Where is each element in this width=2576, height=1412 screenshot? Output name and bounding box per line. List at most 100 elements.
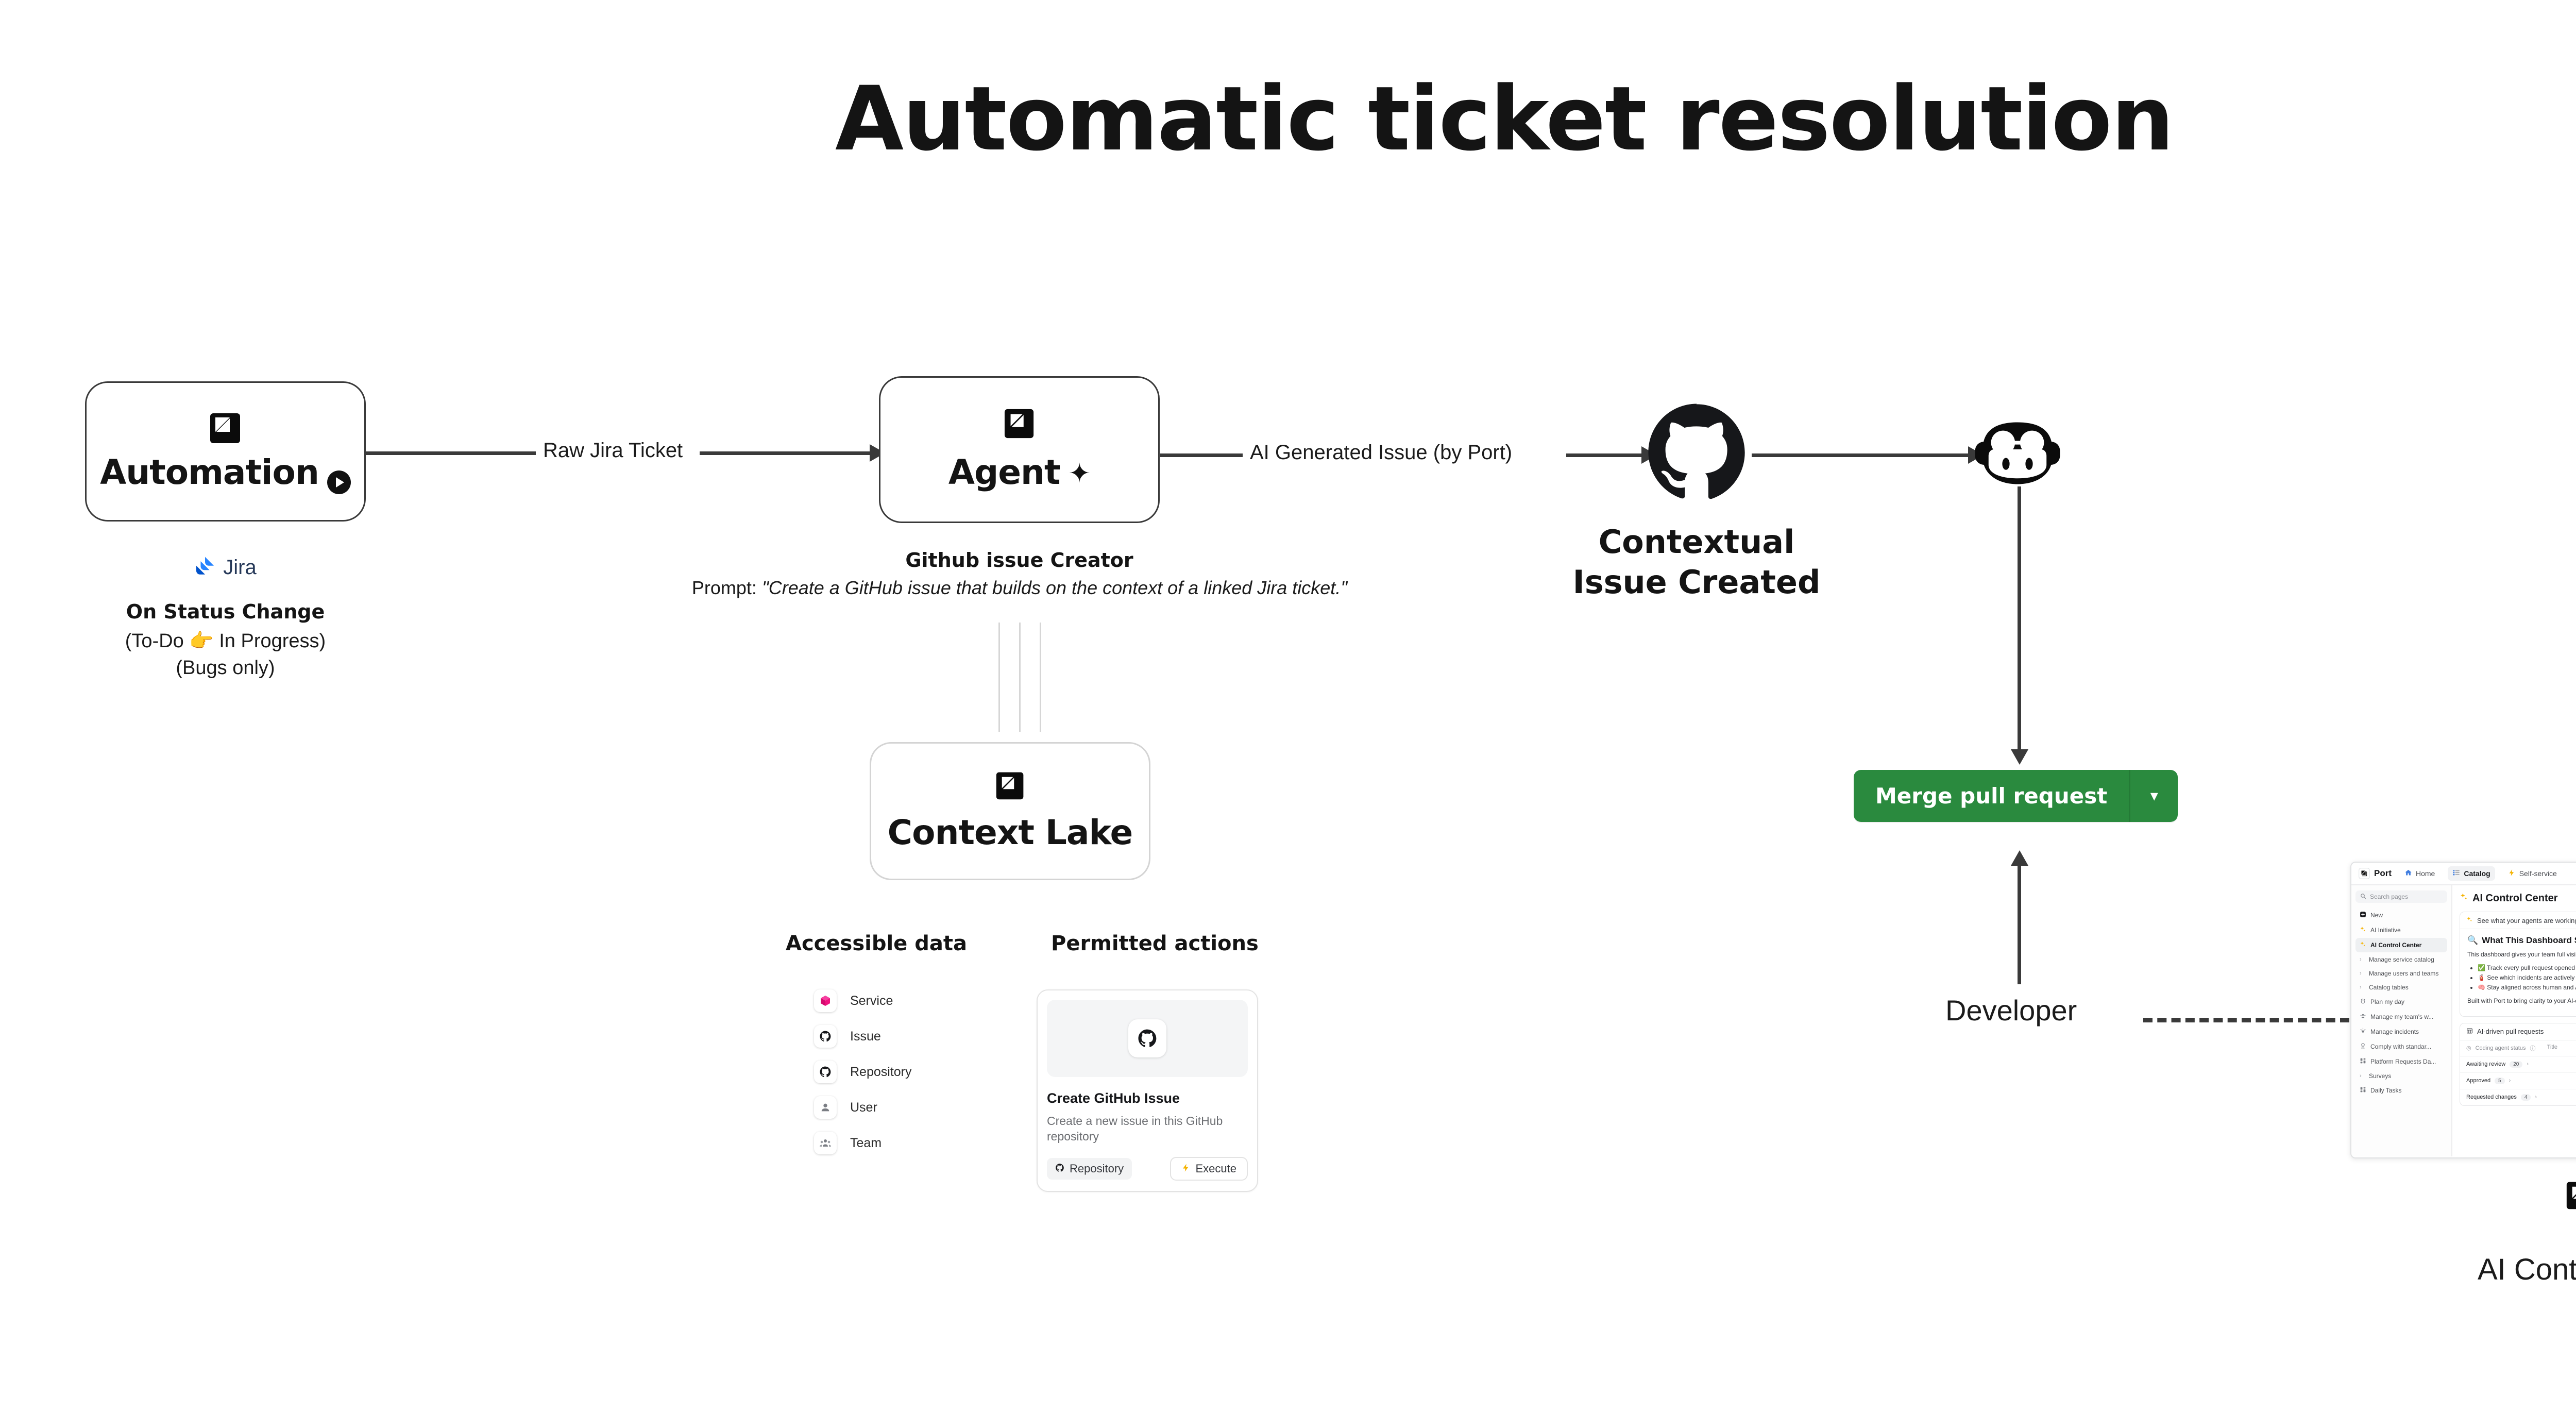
dashboard-card-overview-bullets: ✅ Track every pull request opened or mod… (2467, 963, 2576, 992)
sidebar-item-catalog-tables[interactable]: › Catalog tables (2355, 981, 2447, 994)
table-cell-status: Awaiting review (2466, 1061, 2506, 1068)
port-logo-icon (2566, 1180, 2576, 1213)
dashboard-card-overview-intro: This dashboard gives your team full visi… (2467, 951, 2576, 958)
chevron-right-icon[interactable]: › (2535, 1094, 2537, 1101)
sidebar-item-daily-tasks[interactable]: Daily Tasks (2355, 1083, 2447, 1098)
edge-github-copilot-line (1752, 453, 1968, 457)
dashboard-nav-catalog-label: Catalog (2464, 869, 2490, 878)
dashboard-page-title: AI Control Center (2472, 893, 2558, 904)
column-header-title[interactable]: Title (2547, 1044, 2558, 1050)
grid-icon (2360, 1086, 2366, 1095)
edge-copilot-merge-line (2018, 486, 2021, 749)
sparkle-icon (2466, 916, 2473, 924)
dashboard-card-pr-head: AI-driven pull requests (2460, 1023, 2576, 1040)
agent-prompt: Prompt: "Create a GitHub issue that buil… (633, 577, 1406, 599)
control-center-caption: AI Control Center (2477, 1253, 2576, 1286)
edge-copilot-merge-arrowhead (2011, 749, 2028, 765)
agent-prompt-prefix: Prompt: (691, 577, 762, 598)
port-logo-icon (2359, 868, 2370, 879)
edge-agent-github-line-right (1566, 453, 1641, 457)
team-icon (814, 1132, 837, 1154)
sidebar-item-label: Catalog tables (2369, 984, 2409, 991)
table-row[interactable]: Requested changes 4 › (2460, 1089, 2576, 1105)
sidebar-item-manage-users-and-teams[interactable]: › Manage users and teams (2355, 967, 2447, 980)
list-item[interactable]: Issue (814, 1025, 912, 1048)
execute-button-label: Execute (1195, 1162, 1237, 1175)
list-item[interactable]: User (814, 1096, 912, 1119)
chevron-right-icon[interactable]: › (2509, 1078, 2511, 1084)
sidebar-item-label: New (2370, 912, 2383, 919)
sidebar-item-plan-my-day[interactable]: Plan my day (2355, 995, 2447, 1009)
dashboard-card-overview-h2: 🔍 What This Dashboard Shows (2467, 935, 2576, 946)
chevron-right-icon[interactable]: › (2527, 1061, 2529, 1068)
table-row[interactable]: Awaiting review 20 › (2460, 1056, 2576, 1073)
sidebar-item-manage-my-teams-work[interactable]: Manage my team's w... (2355, 1010, 2447, 1024)
sidebar-item-manage-incidents[interactable]: Manage incidents (2355, 1024, 2447, 1039)
dashboard-nav-catalog[interactable]: Catalog (2448, 866, 2495, 881)
sparkle-icon: ✦ (1068, 458, 1091, 489)
list-item-label: User (850, 1100, 877, 1115)
permitted-action-card[interactable]: Create GitHub Issue Create a new issue i… (1037, 989, 1258, 1192)
sidebar-search-input[interactable]: Search pages (2355, 890, 2447, 903)
node-automation[interactable]: Automation (85, 381, 366, 522)
node-agent[interactable]: Agent ✦ (879, 376, 1160, 523)
list-item: 🧯 See which incidents are actively being… (2478, 973, 2576, 983)
chevron-right-icon: › (2360, 956, 2362, 963)
automation-trigger-detail: (To-Do 👉 In Progress) (125, 630, 326, 652)
play-icon[interactable] (327, 470, 351, 494)
action-card-title: Create GitHub Issue (1047, 1090, 1180, 1106)
node-context-lake[interactable]: Context Lake (870, 742, 1150, 880)
dashboard-nav-self-service-label: Self-service (2519, 869, 2557, 878)
port-logo-icon (209, 411, 242, 444)
dashboard-page-title-wrap: AI Control Center (2460, 893, 2558, 904)
sidebar-item-ai-control-center[interactable]: AI Control Center (2355, 938, 2447, 952)
sidebar-item-label: Platform Requests Da... (2370, 1058, 2436, 1065)
dashboard-nav-self-service[interactable]: Self-service (2503, 866, 2562, 881)
dashboard-card-overview-head-label: See what your agents are working on (2477, 916, 2576, 924)
table-cell-status: Approved (2466, 1078, 2491, 1084)
github-caption: Contextual Issue Created (1490, 522, 1903, 602)
sidebar-item-comply-with-standards[interactable]: Comply with standar... (2355, 1039, 2447, 1054)
list-item[interactable]: Service (814, 989, 912, 1012)
node-agent-label: Agent (948, 452, 1061, 492)
github-icon (1055, 1162, 1064, 1175)
edge-agent-github-line-left (1160, 453, 1248, 457)
table-icon (2466, 1028, 2473, 1036)
list-item[interactable]: Team (814, 1132, 912, 1154)
info-icon: ⓘ (2530, 1045, 2536, 1052)
sidebar-item-ai-initiative[interactable]: AI Initiative (2355, 923, 2447, 937)
user-icon (814, 1096, 837, 1119)
merge-pull-request-button[interactable]: Merge pull request ▾ (1854, 770, 2178, 822)
edge-label-raw-jira-ticket: Raw Jira Ticket (536, 439, 690, 462)
column-header-coding-agent-status[interactable]: ◎ Coding agent status ⓘ (2466, 1044, 2542, 1052)
sidebar-item-label: Comply with standar... (2370, 1043, 2432, 1050)
column-header-label: Coding agent status (2475, 1045, 2526, 1051)
list-item[interactable]: Repository (814, 1061, 912, 1083)
chevron-right-icon: › (2360, 1073, 2362, 1079)
dashboard-brand[interactable]: Port (2359, 868, 2392, 879)
chevron-right-icon: › (2360, 984, 2362, 990)
lightning-icon (1181, 1162, 1191, 1175)
medal-icon (2360, 1043, 2366, 1051)
node-automation-label: Automation (100, 452, 319, 492)
automation-trigger-scope: (Bugs only) (176, 657, 275, 679)
sidebar-item-manage-service-catalog[interactable]: › Manage service catalog (2355, 953, 2447, 966)
merge-pull-request-label[interactable]: Merge pull request (1854, 770, 2129, 822)
ai-control-center-screenshot[interactable]: Port Home Catalog Self-service (2350, 862, 2576, 1158)
edge-developer-dashboard-dashed (2143, 1018, 2349, 1022)
connector-line-3 (1040, 623, 1041, 732)
dashboard-nav-home[interactable]: Home (2400, 866, 2439, 881)
sparkle-icon (2360, 941, 2366, 949)
chevron-down-icon[interactable]: ▾ (2129, 770, 2178, 822)
sidebar-item-new[interactable]: New (2355, 908, 2447, 922)
action-card-tag: Repository (1047, 1157, 1132, 1180)
github-caption-line2: Issue Created (1572, 563, 1821, 601)
edge-automation-agent-line-left (366, 451, 541, 455)
sidebar-item-platform-requests-dashboard[interactable]: Platform Requests Da... (2355, 1054, 2447, 1069)
execute-button[interactable]: Execute (1170, 1156, 1248, 1181)
action-card-hero (1047, 1000, 1248, 1077)
sidebar-item-surveys[interactable]: › Surveys (2355, 1069, 2447, 1083)
automation-trigger-title: On Status Change (126, 600, 325, 623)
table-row[interactable]: Approved 5 › (2460, 1073, 2576, 1089)
edge-label-ai-generated-issue: AI Generated Issue (by Port) (1243, 441, 1520, 464)
